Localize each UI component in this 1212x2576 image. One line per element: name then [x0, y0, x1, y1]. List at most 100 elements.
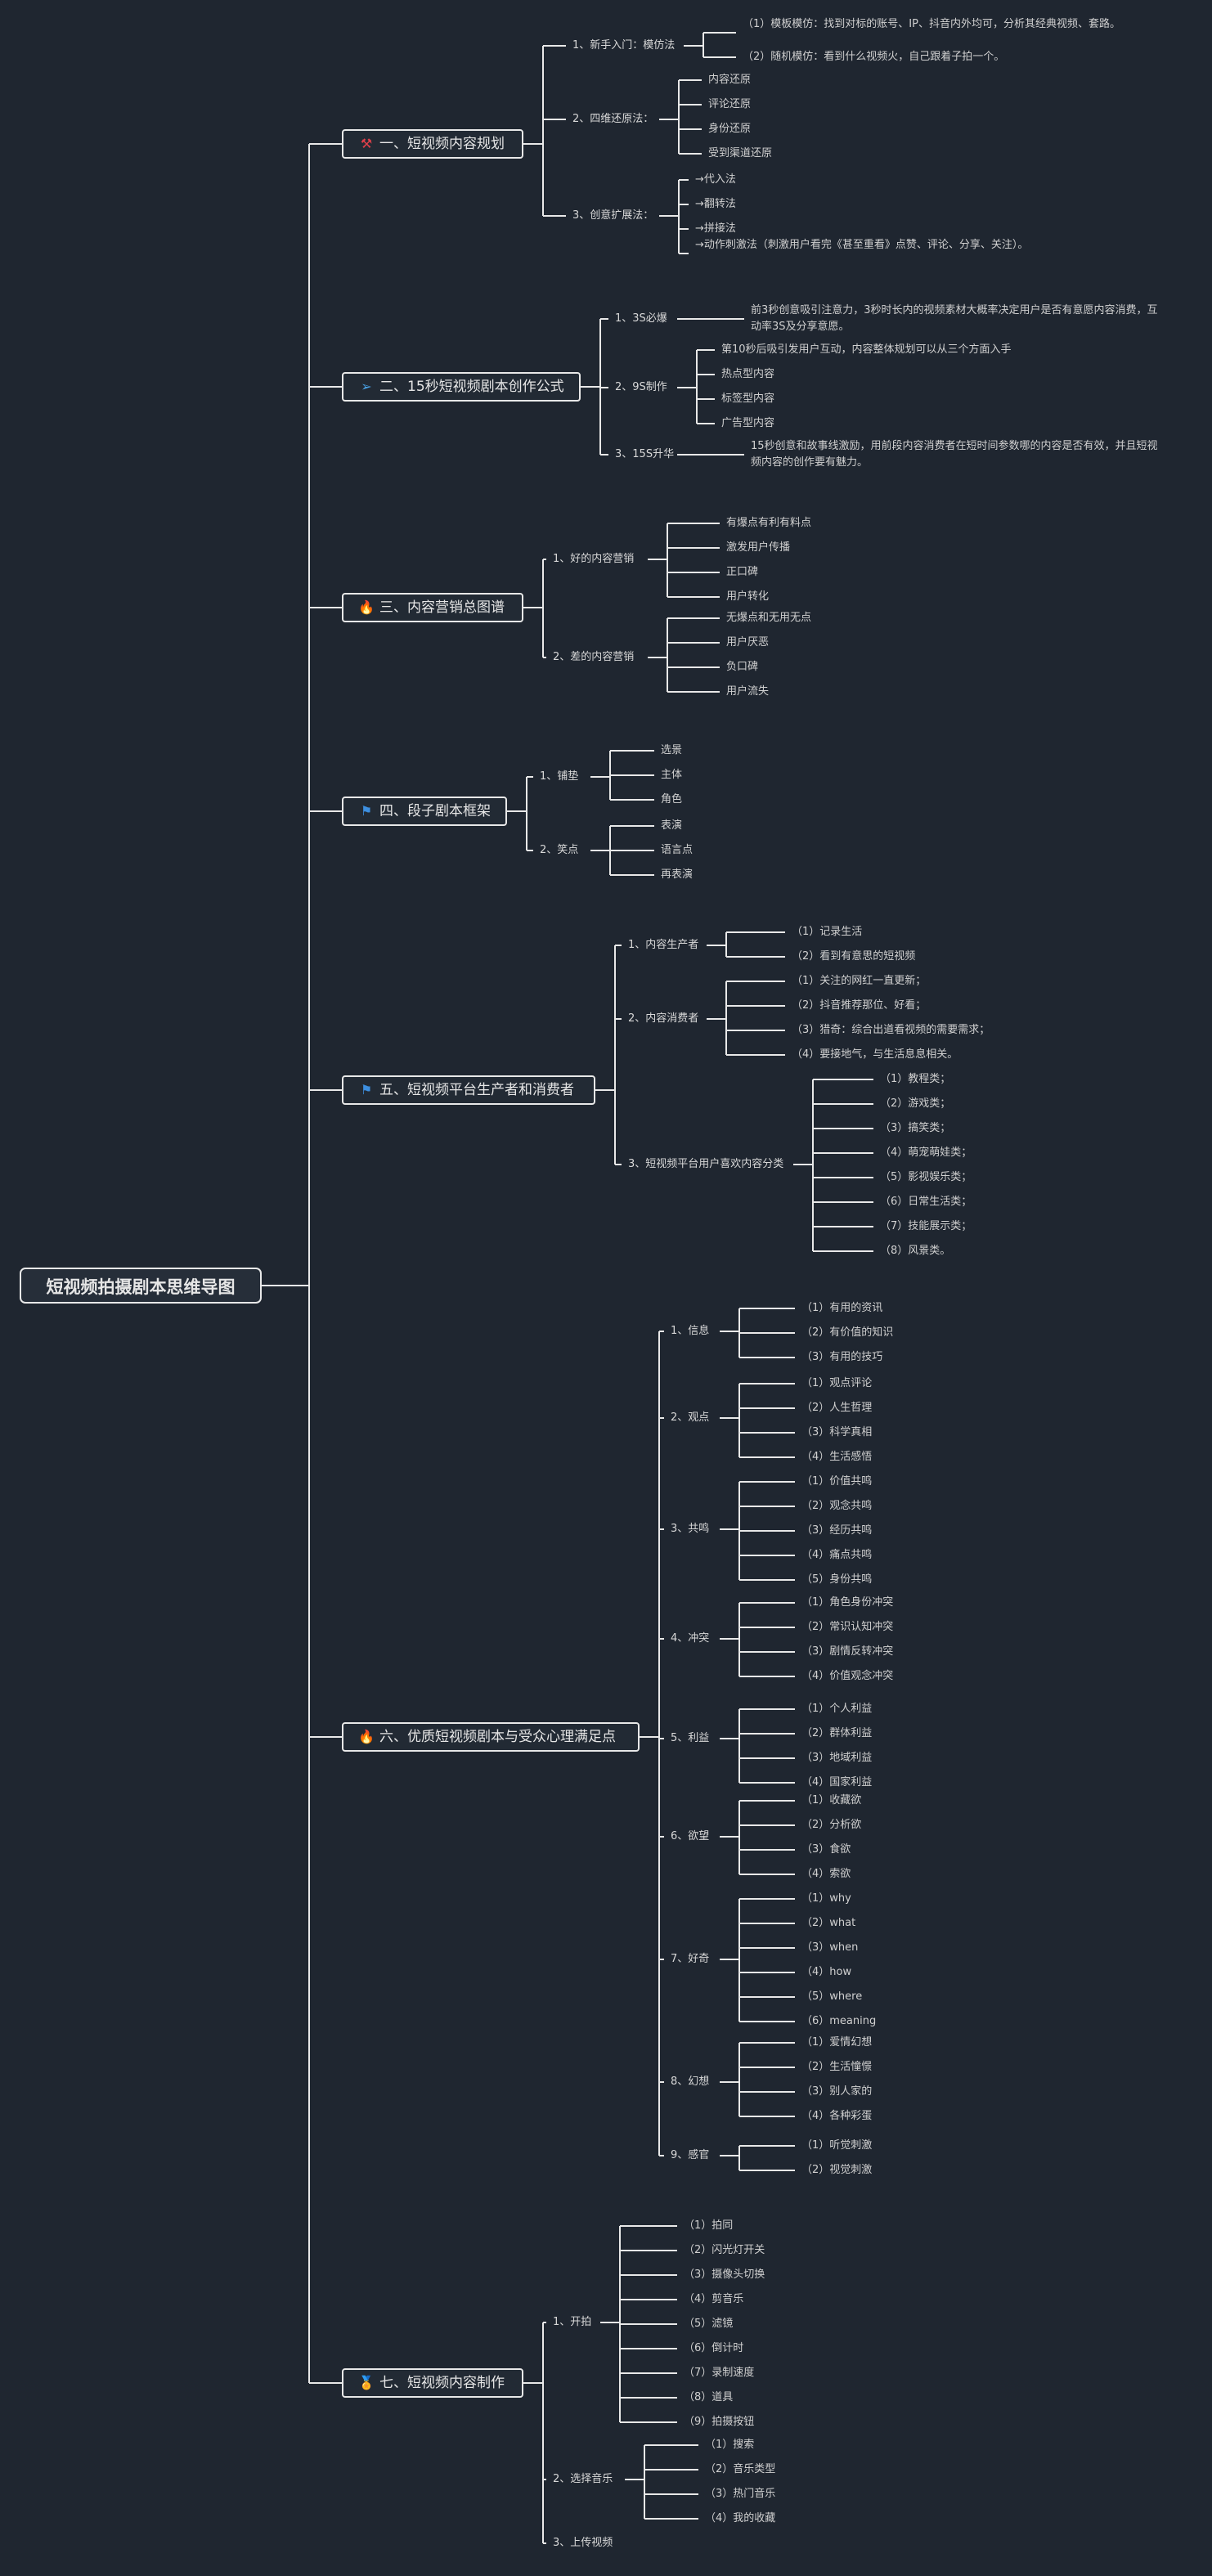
- leaf-node: 无爆点和无用无点: [726, 612, 812, 624]
- branch-node-7[interactable]: 🏅七、短视频内容制作: [342, 2368, 523, 2398]
- sub-node[interactable]: 1、开拍: [553, 2316, 592, 2328]
- sub-node[interactable]: 3、15S升华: [615, 448, 675, 460]
- leaf-node: （2）看到有意思的短视频: [792, 950, 916, 963]
- leaf-node: （2）常识认知冲突: [801, 1621, 894, 1633]
- branch-label: 七、短视频内容制作: [379, 2375, 505, 2391]
- leaf-node: （4）价值观念冲突: [801, 1670, 894, 1682]
- leaf-node: 内容还原: [708, 74, 752, 86]
- leaf-node: （4）国家利益: [801, 1776, 873, 1788]
- leaf-node: 主体: [661, 769, 683, 781]
- leaf-node: （1）搜索: [705, 2439, 755, 2451]
- sub-node[interactable]: 8、幻想: [671, 2076, 710, 2088]
- leaf-node: 角色: [661, 793, 683, 806]
- leaf-node: 再表演: [661, 868, 694, 881]
- leaf-node: （1）角色身份冲突: [801, 1596, 894, 1609]
- branch-label: 四、段子剧本框架: [379, 803, 491, 819]
- leaf-node: 语言点: [661, 844, 694, 856]
- leaf-node: （4）索欲: [801, 1868, 851, 1880]
- leaf-node: （1）记录生活: [792, 926, 863, 938]
- branch-label: 二、15秒短视频剧本创作公式: [379, 379, 564, 395]
- branch-label: 一、短视频内容规划: [379, 136, 505, 152]
- leaf-node: 表演: [661, 819, 683, 832]
- leaf-node: （4）生活感悟: [801, 1451, 873, 1463]
- sub-node[interactable]: 1、新手入门：模仿法: [572, 39, 676, 52]
- tools-icon: ⚒: [360, 136, 373, 151]
- leaf-node: （1）听觉刺激: [801, 2139, 873, 2152]
- sub-node[interactable]: 3、共鸣: [671, 1523, 710, 1535]
- sub-node[interactable]: 7、好奇: [671, 1953, 710, 1965]
- sub-node[interactable]: 2、四维还原法：: [572, 113, 654, 125]
- leaf-node: （3）猎奇：综合出道看视频的需要需求；: [792, 1024, 990, 1036]
- root-title: 短视频拍摄剧本思维导图: [20, 1268, 262, 1304]
- leaf-node: 身份还原: [708, 123, 752, 135]
- leaf-node: （2）生活憧憬: [801, 2061, 873, 2073]
- leaf-node: （1）关注的网红一直更新；: [792, 975, 927, 987]
- branch-node-1[interactable]: ⚒ 一、短视频内容规划: [342, 129, 523, 159]
- sub-node[interactable]: 6、欲望: [671, 1830, 710, 1842]
- leaf-node: 广告型内容: [721, 417, 775, 429]
- leaf-node: （3）热门音乐: [705, 2488, 776, 2500]
- leaf-node: （3）摄像头切换: [684, 2269, 765, 2281]
- branch-node-3[interactable]: 🔥三、内容营销总图谱: [342, 593, 523, 622]
- sub-node[interactable]: 3、上传视频: [553, 2537, 613, 2549]
- leaf-node: （5）身份共鸣: [801, 1573, 873, 1586]
- branch-label: 五、短视频平台生产者和消费者: [379, 1082, 574, 1098]
- branch-label: 六、优质短视频剧本与受众心理满足点: [379, 1729, 616, 1745]
- sub-node[interactable]: 2、观点: [671, 1411, 710, 1424]
- leaf-node: （1）why: [801, 1892, 851, 1905]
- leaf-node: （3）食欲: [801, 1843, 851, 1856]
- leaf-node: （1）个人利益: [801, 1703, 873, 1715]
- sub-node[interactable]: 3、短视频平台用户喜欢内容分类: [628, 1158, 784, 1170]
- sub-node[interactable]: 2、内容消费者: [628, 1012, 699, 1025]
- sub-node[interactable]: 2、差的内容营销: [553, 651, 635, 663]
- sub-node[interactable]: 1、铺垫: [540, 770, 579, 783]
- sub-node[interactable]: 1、3S必爆: [615, 312, 667, 325]
- leaf-node: （2）人生哲理: [801, 1402, 873, 1414]
- leaf-node: （5）滤镜: [684, 2318, 734, 2330]
- leaf-node: （6）meaning: [801, 2015, 877, 2027]
- leaf-node: （4）痛点共鸣: [801, 1549, 873, 1561]
- leaf-node: （2）what: [801, 1917, 856, 1929]
- leaf-node: （4）剪音乐: [684, 2293, 744, 2305]
- leaf-node: 负口碑: [726, 661, 759, 673]
- branch-node-4[interactable]: ⚑四、段子剧本框架: [342, 797, 507, 826]
- leaf-node: （8）道具: [684, 2391, 734, 2403]
- sub-node[interactable]: 1、内容生产者: [628, 939, 699, 951]
- sub-node[interactable]: 3、创意扩展法：: [572, 209, 654, 222]
- sub-node[interactable]: 1、好的内容营销: [553, 553, 635, 565]
- leaf-node: →代入法: [695, 173, 736, 186]
- sub-node[interactable]: 5、利益: [671, 1732, 710, 1744]
- branch-node-6[interactable]: 🔥六、优质短视频剧本与受众心理满足点: [342, 1722, 640, 1752]
- leaf-node: （3）别人家的: [801, 2085, 873, 2098]
- leaf-node: （9）拍摄按钮: [684, 2416, 755, 2428]
- leaf-node: （3）科学真相: [801, 1426, 873, 1438]
- sub-node[interactable]: 2、9S制作: [615, 381, 667, 393]
- leaf-node: （3）有用的技巧: [801, 1351, 883, 1363]
- send-icon: ➢: [361, 379, 372, 394]
- sub-node[interactable]: 1、信息: [671, 1325, 710, 1337]
- leaf-node: 激发用户传播: [726, 541, 791, 554]
- flag-icon: ⚑: [360, 1082, 373, 1097]
- sub-node[interactable]: 4、冲突: [671, 1632, 710, 1645]
- leaf-node: （1）有用的资讯: [801, 1302, 883, 1314]
- leaf-node: （2）闪光灯开关: [684, 2244, 765, 2256]
- leaf-node: （2）观念共鸣: [801, 1500, 873, 1512]
- leaf-node: （1）模板模仿：找到对标的账号、IP、抖音内外均可，分析其经典视频、套路。: [743, 18, 1120, 30]
- sub-node[interactable]: 9、感官: [671, 2149, 710, 2161]
- leaf-node: （7）录制速度: [684, 2367, 755, 2379]
- leaf-node: （2）抖音推荐那位、好看；: [792, 999, 927, 1012]
- leaf-node: 第10秒后吸引发用户互动，内容整体规划可以从三个方面入手: [721, 343, 1012, 356]
- leaf-node: （3）地域利益: [801, 1752, 873, 1764]
- leaf-node: 受到渠道还原: [708, 147, 773, 159]
- leaf-node: （1）爱情幻想: [801, 2036, 873, 2049]
- leaf-node: 用户转化: [726, 590, 770, 603]
- leaf-node: （1）拍同: [684, 2219, 734, 2232]
- sub-node[interactable]: 2、笑点: [540, 844, 579, 856]
- sub-node[interactable]: 2、选择音乐: [553, 2473, 613, 2485]
- branch-node-2[interactable]: ➢ 二、15秒短视频剧本创作公式: [342, 372, 581, 402]
- branch-label: 三、内容营销总图谱: [379, 599, 505, 616]
- leaf-node: （6）日常生活类；: [880, 1196, 972, 1208]
- leaf-node: （3）经历共鸣: [801, 1524, 873, 1537]
- leaf-node: （4）各种彩蛋: [801, 2110, 873, 2122]
- branch-node-5[interactable]: ⚑ 五、短视频平台生产者和消费者: [342, 1075, 595, 1105]
